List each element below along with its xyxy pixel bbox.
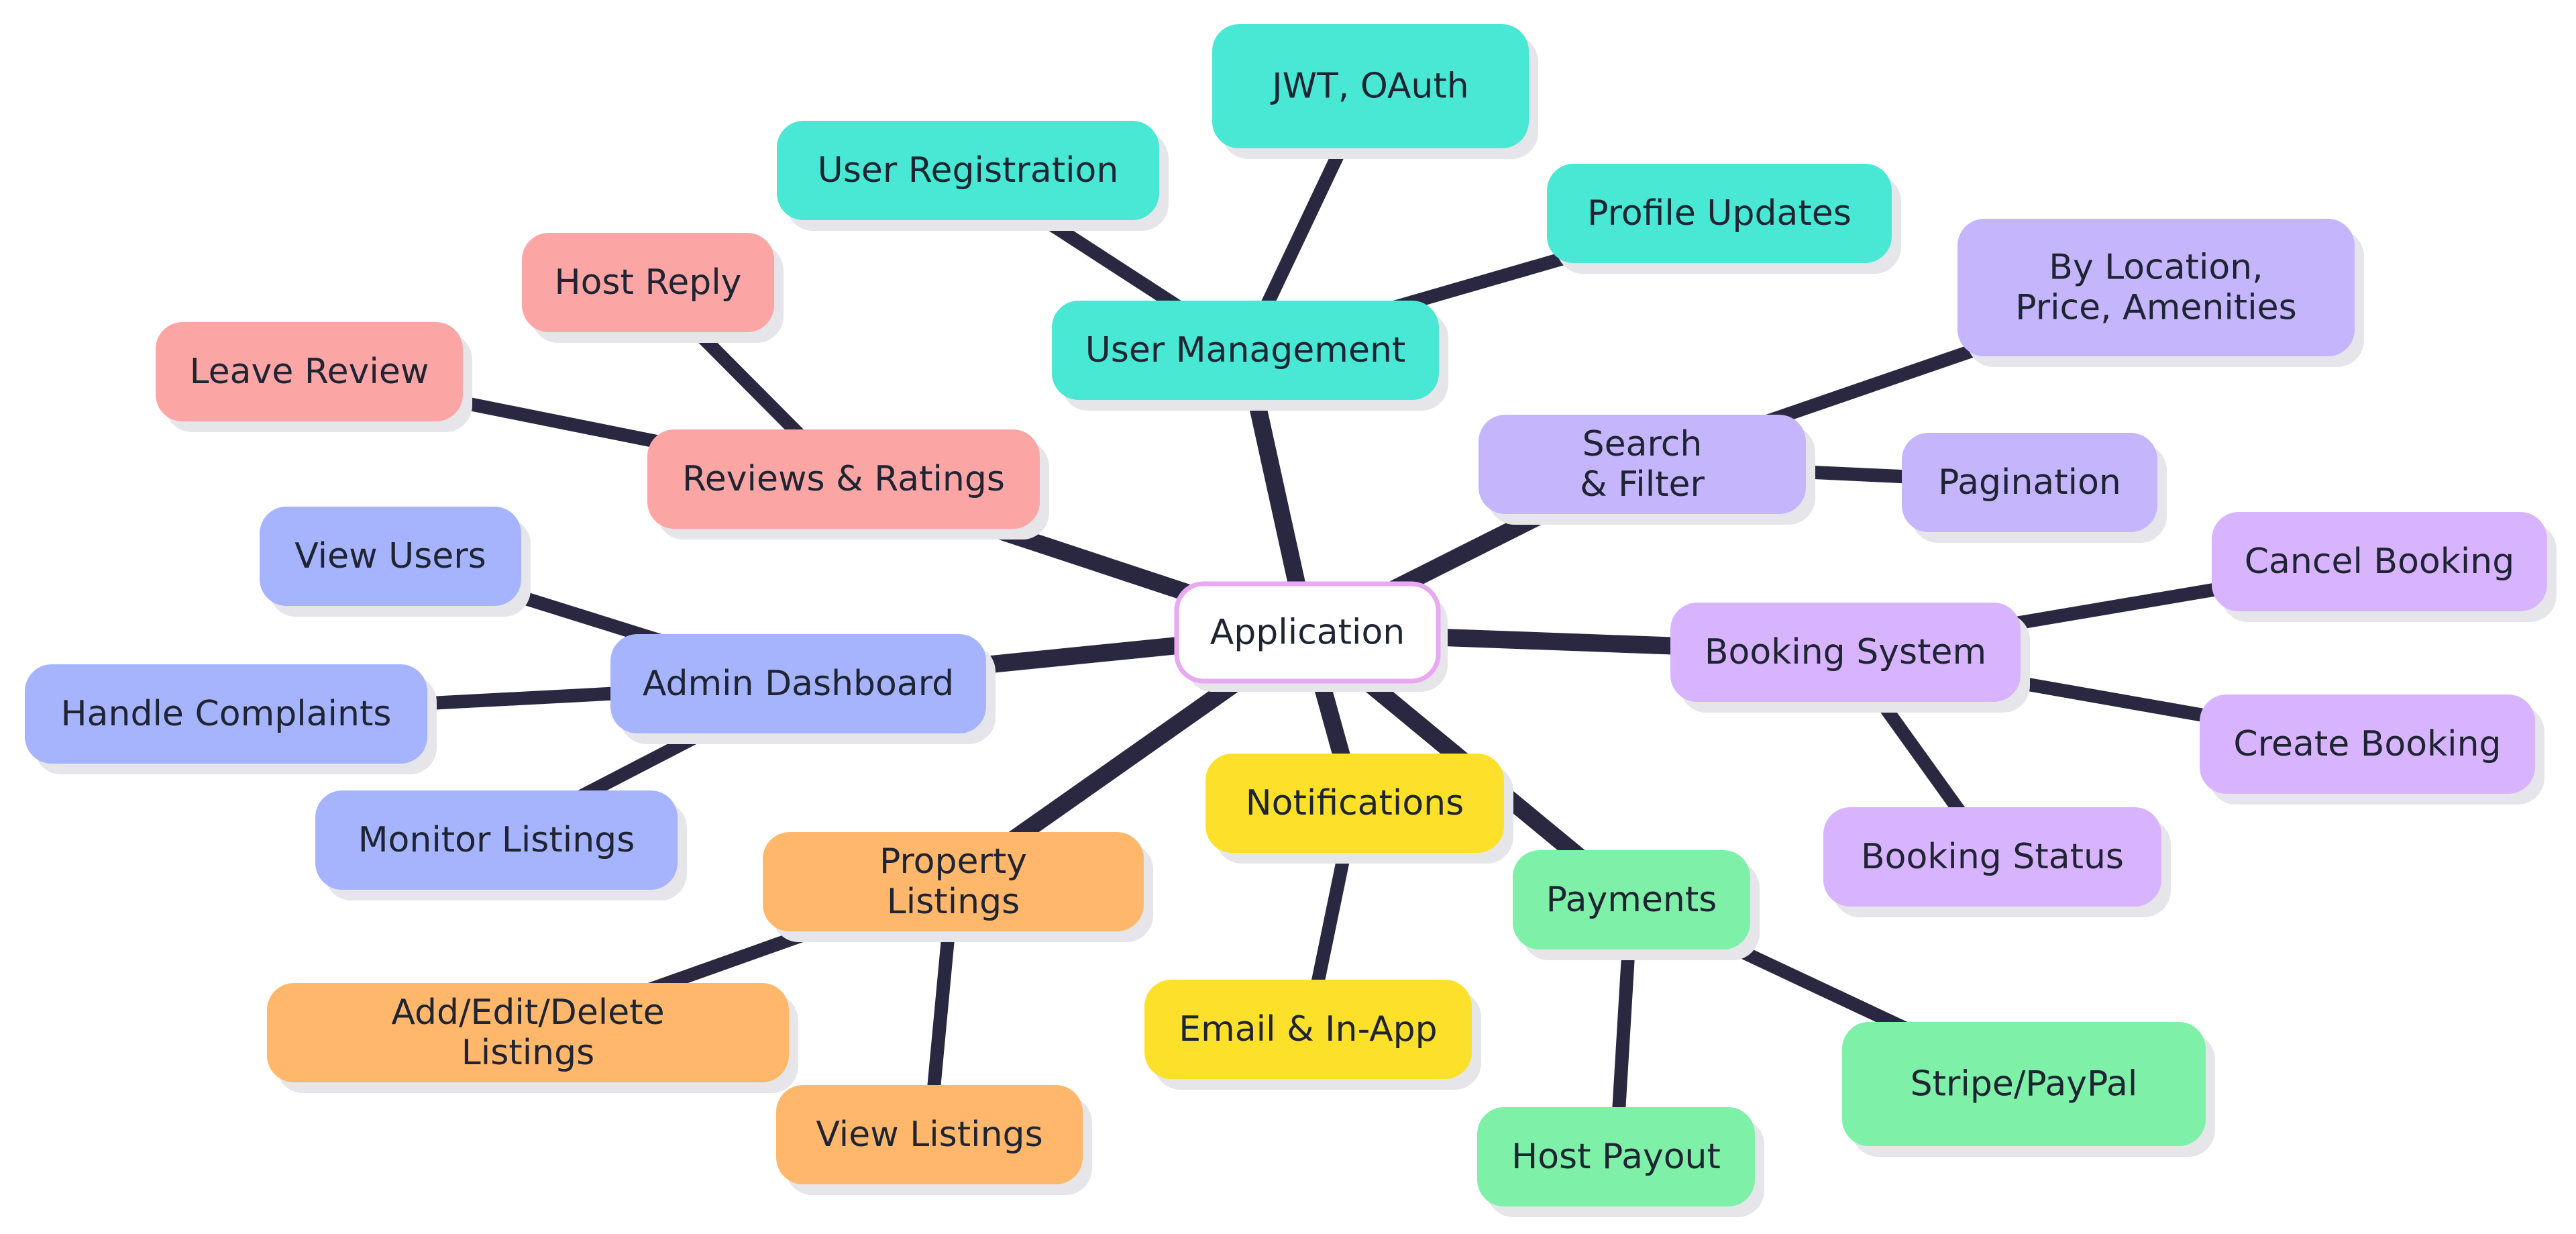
leaf-email-in-app: Email & In-App bbox=[1144, 980, 1481, 1090]
leaf-leave-review-box bbox=[156, 322, 463, 421]
branch-user-management-label: User Management bbox=[1085, 330, 1406, 370]
branch-user-management-box bbox=[1052, 301, 1439, 400]
leaf-jwt-oauth-label: JWT, OAuth bbox=[1270, 66, 1468, 107]
leaf-user-registration: User Registration bbox=[777, 121, 1169, 231]
leaf-pagination: Pagination bbox=[1902, 433, 2167, 543]
leaf-view-users: View Users bbox=[260, 507, 531, 617]
leaf-stripe-paypal-box bbox=[1842, 1022, 2206, 1146]
leaf-jwt-oauth: JWT, OAuth bbox=[1212, 24, 1538, 159]
leaf-profile-updates: Profile Updates bbox=[1547, 164, 1901, 274]
leaf-cancel-booking: Cancel Booking bbox=[2212, 512, 2557, 622]
branch-admin-dashboard-box bbox=[610, 634, 986, 733]
branch-notifications: Notifications bbox=[1205, 754, 1513, 864]
leaf-leave-review: Leave Review bbox=[156, 322, 472, 432]
leaf-user-registration-box bbox=[777, 121, 1159, 220]
leaf-view-users-box bbox=[260, 507, 521, 606]
root-node: Application bbox=[1174, 581, 1448, 692]
branch-notifications-label: Notifications bbox=[1246, 783, 1464, 823]
leaf-booking-status-label: Booking Status bbox=[1861, 837, 2124, 877]
branch-booking-system-label: Booking System bbox=[1705, 632, 1986, 672]
leaf-email-in-app-box bbox=[1144, 980, 1472, 1079]
branch-payments-box bbox=[1513, 850, 1750, 949]
branch-admin-dashboard-label: Admin Dashboard bbox=[643, 664, 954, 704]
leaf-host-payout-box bbox=[1477, 1107, 1755, 1206]
leaf-create-booking: Create Booking bbox=[2200, 695, 2544, 805]
leaf-handle-complaints-box bbox=[25, 664, 427, 764]
leaf-handle-complaints-label: Handle Complaints bbox=[61, 694, 392, 734]
branch-notifications-box bbox=[1205, 754, 1504, 853]
leaf-jwt-oauth-box bbox=[1212, 24, 1529, 148]
leaf-create-booking-box bbox=[2200, 695, 2535, 794]
branch-reviews-ratings-box bbox=[647, 429, 1040, 529]
root-node-label: Application bbox=[1210, 613, 1405, 653]
leaf-profile-updates-label: Profile Updates bbox=[1587, 193, 1851, 234]
leaf-host-payout-label: Host Payout bbox=[1511, 1137, 1721, 1177]
nodes-layer: User Management User Registration JWT, OAu… bbox=[25, 24, 2557, 1217]
leaf-user-registration-label: User Registration bbox=[818, 150, 1119, 191]
leaf-booking-status: Booking Status bbox=[1823, 807, 2171, 917]
leaf-host-reply-box bbox=[522, 233, 774, 332]
leaf-view-users-label: View Users bbox=[294, 536, 486, 576]
branch-property-listings-box bbox=[763, 832, 1144, 931]
leaf-handle-complaints: Handle Complaints bbox=[25, 664, 437, 774]
leaf-monitor-listings-label: Monitor Listings bbox=[358, 820, 635, 860]
branch-payments: Payments bbox=[1513, 850, 1760, 960]
branch-booking-system-box bbox=[1670, 603, 2021, 702]
leaf-email-in-app-label: Email & In-App bbox=[1179, 1009, 1437, 1049]
leaf-cancel-booking-label: Cancel Booking bbox=[2245, 542, 2515, 582]
leaf-profile-updates-box bbox=[1547, 164, 1892, 263]
branch-search-filter-label: Search& Filter bbox=[1580, 424, 1705, 505]
leaf-by-location-price-amenities-label: By Location,Price, Amenities bbox=[2015, 248, 2296, 328]
leaf-monitor-listings-box bbox=[315, 790, 678, 890]
leaf-view-listings: View Listings bbox=[776, 1085, 1092, 1195]
leaf-stripe-paypal: Stripe/PayPal bbox=[1842, 1022, 2215, 1157]
leaf-by-location-price-amenities: By Location,Price, Amenities bbox=[1957, 219, 2364, 367]
leaf-create-booking-label: Create Booking bbox=[2233, 724, 2501, 764]
branch-payments-label: Payments bbox=[1546, 880, 1717, 920]
branch-reviews-ratings-label: Reviews & Ratings bbox=[682, 459, 1005, 499]
leaf-host-reply-label: Host Reply bbox=[555, 262, 742, 303]
branch-booking-system: Booking System bbox=[1670, 603, 2030, 713]
leaf-monitor-listings: Monitor Listings bbox=[315, 790, 687, 901]
leaf-view-listings-label: View Listings bbox=[816, 1115, 1042, 1155]
leaf-cancel-booking-box bbox=[2212, 512, 2547, 611]
branch-reviews-ratings: Reviews & Ratings bbox=[647, 429, 1049, 539]
root-node-box bbox=[1174, 581, 1441, 684]
leaf-leave-review-label: Leave Review bbox=[190, 352, 429, 392]
branch-admin-dashboard: Admin Dashboard bbox=[610, 634, 996, 744]
branch-user-management: User Management bbox=[1052, 301, 1448, 411]
leaf-host-payout: Host Payout bbox=[1477, 1107, 1764, 1217]
branch-search-filter: Search& Filter bbox=[1479, 415, 1815, 525]
leaf-by-location-price-amenities-box bbox=[1957, 219, 2355, 356]
leaf-pagination-box bbox=[1902, 433, 2157, 532]
leaf-add-edit-delete-listings-box bbox=[267, 983, 789, 1082]
leaf-view-listings-box bbox=[776, 1085, 1083, 1184]
leaf-stripe-paypal-label: Stripe/PayPal bbox=[1911, 1064, 2138, 1104]
branch-search-filter-box bbox=[1479, 415, 1806, 514]
leaf-pagination-label: Pagination bbox=[1938, 462, 2121, 503]
leaf-host-reply: Host Reply bbox=[522, 233, 784, 343]
leaf-booking-status-box bbox=[1823, 807, 2161, 907]
